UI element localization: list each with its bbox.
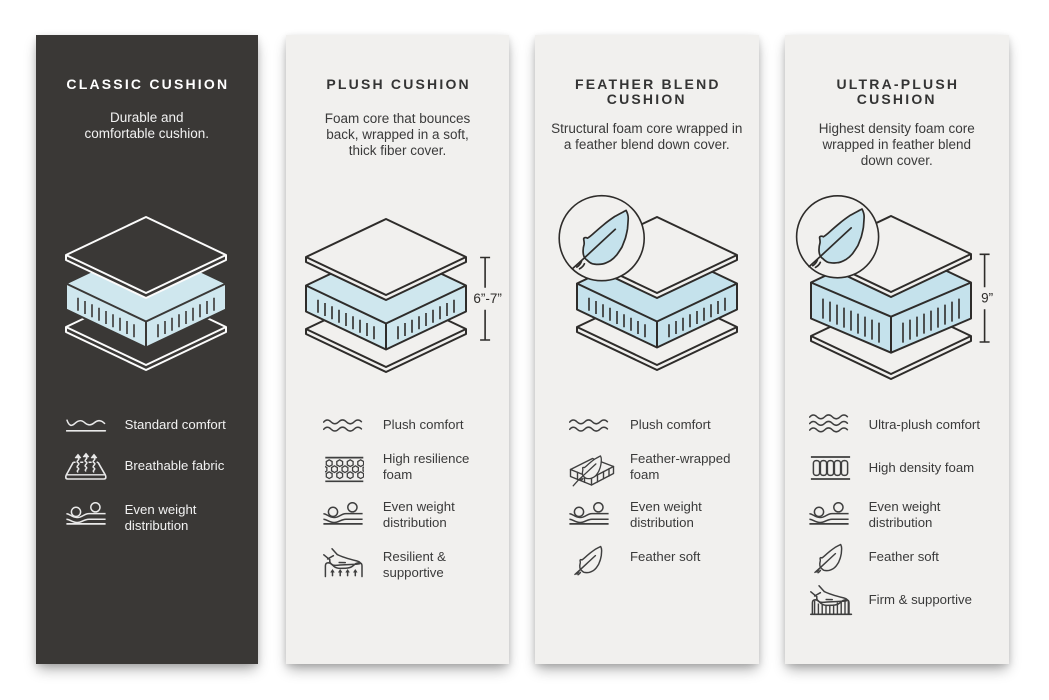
svg-text:9”: 9” [981,290,993,305]
svg-text:6”-7”: 6”-7” [473,291,502,306]
